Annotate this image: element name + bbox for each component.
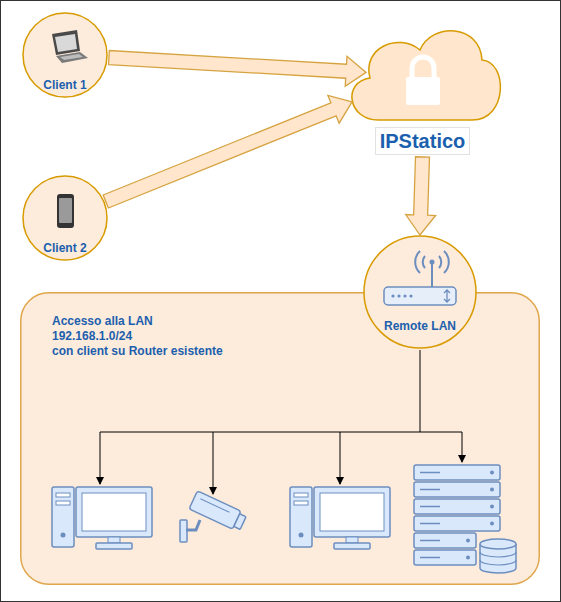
block-arrow [406, 157, 436, 235]
block-arrow [109, 51, 367, 87]
phone-icon [57, 194, 74, 228]
cloud-service: IPStatico [340, 15, 505, 155]
node-label: Client 2 [43, 241, 86, 256]
service-label: IPStatico [375, 127, 471, 155]
block-arrow [103, 95, 352, 208]
node-label: Client 1 [43, 78, 86, 93]
database-icon [480, 539, 516, 573]
region-note: Accesso alla LAN 192.168.1.0/24 con clie… [52, 314, 223, 359]
node-label: Remote LAN [384, 319, 456, 334]
